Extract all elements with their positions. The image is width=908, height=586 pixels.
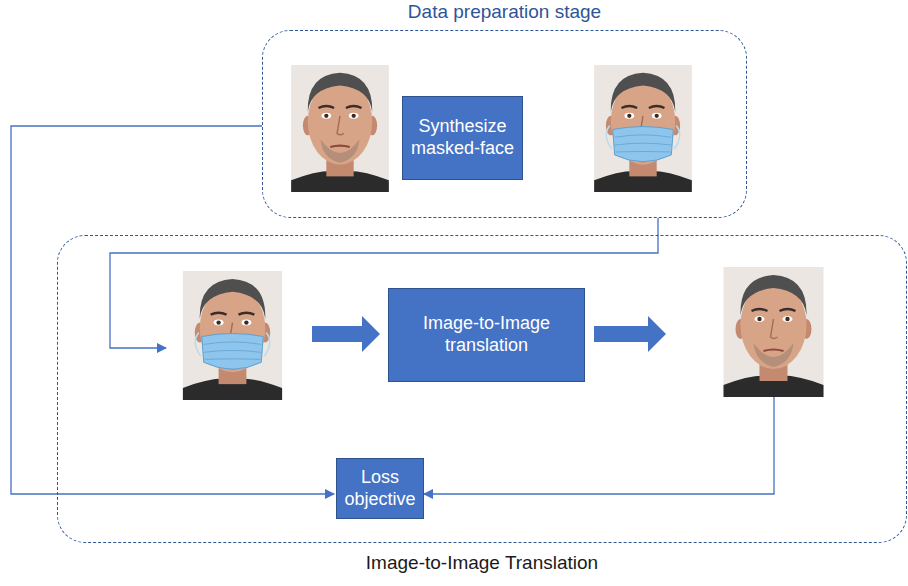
box-label: Synthesize masked-face — [409, 116, 516, 160]
process-box: Image-to-Image translation — [388, 288, 585, 382]
process-box: Loss objective — [336, 458, 424, 519]
dashed-region: Image-to-Image TranslationImage-to-Image… — [57, 235, 907, 543]
box-label: Loss objective — [343, 467, 417, 511]
face-photo — [724, 267, 824, 397]
box-label: Image-to-Image translation — [395, 313, 578, 357]
dashed-region: Data preparation stageSynthesize masked-… — [262, 30, 747, 218]
block-arrow — [312, 316, 380, 352]
mask-overlay — [195, 333, 270, 370]
face-photo — [183, 271, 282, 400]
mask-overlay — [606, 126, 679, 162]
face-photo — [594, 65, 692, 192]
flow-line — [11, 126, 334, 494]
process-box: Synthesize masked-face — [402, 96, 523, 180]
region-label: Data preparation stage — [263, 1, 746, 23]
flow-line — [424, 397, 774, 494]
region-label: Image-to-Image Translation — [58, 552, 906, 574]
face-photo — [291, 65, 389, 192]
block-arrow — [594, 316, 666, 352]
